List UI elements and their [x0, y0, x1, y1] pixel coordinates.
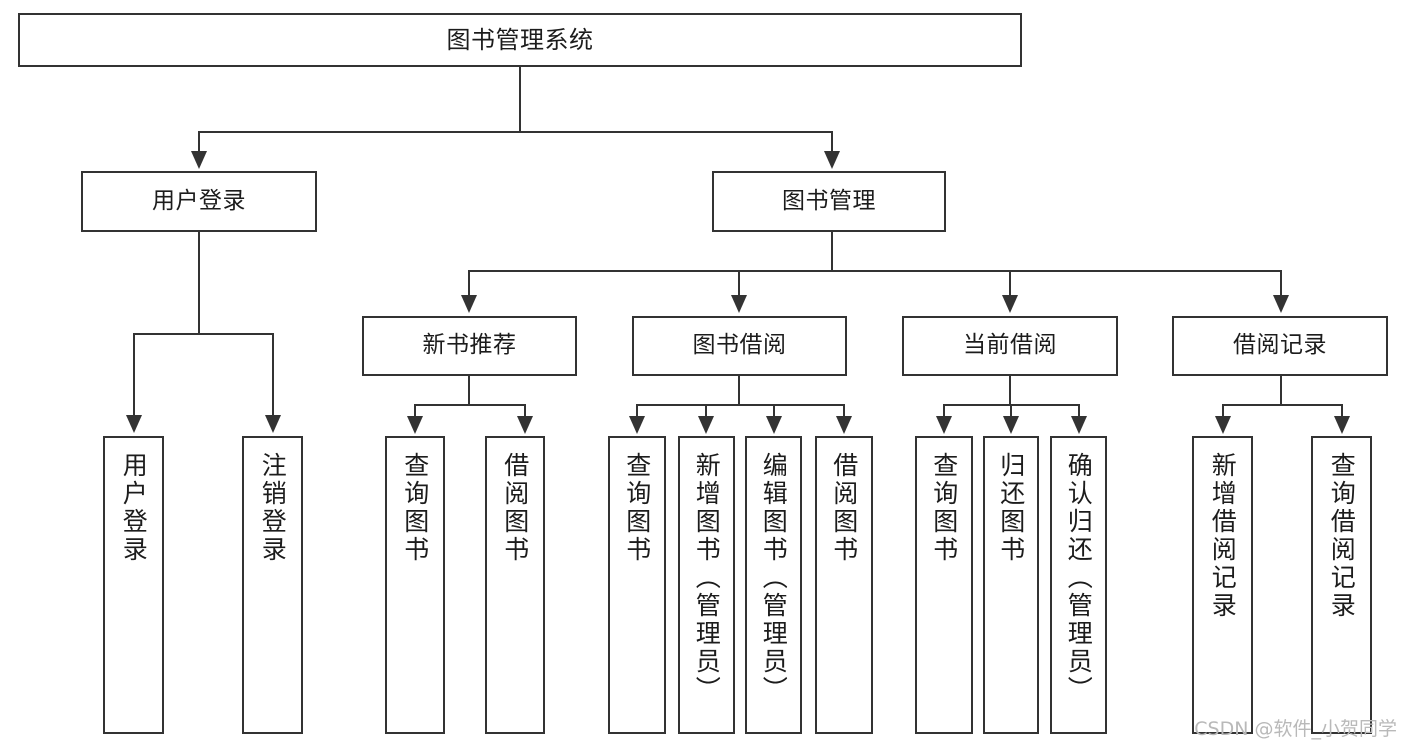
- node-root-label: 图书管理系统: [446, 25, 594, 54]
- edge-bookborrow-drop-2: [705, 404, 707, 418]
- leaf-user-login[interactable]: 用户登录: [103, 436, 164, 734]
- leaf-query-book-a-label: 查询图书: [400, 452, 430, 564]
- arrow-borrowrecord-leaf-2: [1334, 416, 1350, 434]
- leaf-add-record-label: 新增借阅记录: [1208, 452, 1238, 620]
- arrow-bookmgmt-to-borrowrecord: [1273, 295, 1289, 313]
- arrow-root-to-bookmgmt: [824, 151, 840, 169]
- arrow-bookmgmt-to-currentborrow: [1002, 295, 1018, 313]
- edge-currentborrow-stem: [1009, 376, 1011, 404]
- arrow-bookborrow-leaf-1: [629, 416, 645, 434]
- leaf-borrow-book-a-label: 借阅图书: [500, 452, 530, 564]
- arrow-userlogin-leaf-2: [265, 415, 281, 433]
- node-root[interactable]: 图书管理系统: [18, 13, 1022, 67]
- arrow-bookmgmt-to-newbook: [461, 295, 477, 313]
- leaf-query-book-a[interactable]: 查询图书: [385, 436, 445, 734]
- edge-borrowrecord-bar: [1222, 404, 1341, 406]
- edge-borrowrecord-drop-2: [1341, 404, 1343, 418]
- leaf-add-record[interactable]: 新增借阅记录: [1192, 436, 1253, 734]
- edge-root-to-userlogin-drop: [198, 131, 200, 153]
- edge-currentborrow-drop-3: [1078, 404, 1080, 418]
- leaf-confirm-return[interactable]: 确认归还（管理员）: [1050, 436, 1107, 734]
- edge-bookmgmt-drop-4: [1280, 270, 1282, 297]
- edge-userlogin-bar: [133, 333, 274, 335]
- leaf-return-book[interactable]: 归还图书: [983, 436, 1039, 734]
- leaf-edit-book[interactable]: 编辑图书（管理员）: [745, 436, 802, 734]
- edge-bookborrow-stem: [738, 376, 740, 404]
- leaf-logout-label: 注销登录: [258, 452, 288, 564]
- edge-bookmgmt-drop-2: [738, 270, 740, 297]
- node-current-borrow[interactable]: 当前借阅: [902, 316, 1118, 376]
- arrow-bookmgmt-to-bookborrow: [731, 295, 747, 313]
- edge-borrowrecord-drop-1: [1222, 404, 1224, 418]
- leaf-add-book-label: 新增图书（管理员）: [692, 452, 722, 704]
- leaf-logout[interactable]: 注销登录: [242, 436, 303, 734]
- edge-bookborrow-drop-4: [843, 404, 845, 418]
- arrow-currentborrow-leaf-3: [1071, 416, 1087, 434]
- leaf-user-login-label: 用户登录: [119, 452, 149, 564]
- node-current-borrow-label: 当前借阅: [963, 332, 1057, 359]
- node-book-management-label: 图书管理: [782, 187, 876, 214]
- edge-userlogin-drop-2: [272, 333, 274, 417]
- edge-root-stem: [519, 67, 521, 131]
- node-borrow-record[interactable]: 借阅记录: [1172, 316, 1388, 376]
- edge-bookmgmt-drop-1: [468, 270, 470, 297]
- arrow-currentborrow-leaf-2: [1003, 416, 1019, 434]
- node-book-management[interactable]: 图书管理: [712, 171, 946, 232]
- node-user-login-label: 用户登录: [152, 187, 246, 214]
- leaf-query-book-c[interactable]: 查询图书: [915, 436, 973, 734]
- leaf-add-book[interactable]: 新增图书（管理员）: [678, 436, 735, 734]
- arrow-bookborrow-leaf-4: [836, 416, 852, 434]
- edge-newbook-bar: [414, 404, 526, 406]
- edge-currentborrow-drop-1: [943, 404, 945, 418]
- leaf-edit-book-label: 编辑图书（管理员）: [759, 452, 789, 704]
- leaf-query-record[interactable]: 查询借阅记录: [1311, 436, 1372, 734]
- arrow-bookborrow-leaf-3: [766, 416, 782, 434]
- edge-bookborrow-drop-1: [636, 404, 638, 418]
- edge-currentborrow-drop-2: [1010, 404, 1012, 418]
- edge-newbook-stem: [468, 376, 470, 404]
- edge-bookborrow-drop-3: [773, 404, 775, 418]
- edge-userlogin-stem: [198, 232, 200, 333]
- leaf-query-record-label: 查询借阅记录: [1327, 452, 1357, 620]
- node-borrow-record-label: 借阅记录: [1233, 332, 1327, 359]
- leaf-borrow-book-b-label: 借阅图书: [829, 452, 859, 564]
- arrow-currentborrow-leaf-1: [936, 416, 952, 434]
- node-book-borrow[interactable]: 图书借阅: [632, 316, 847, 376]
- arrow-newbook-leaf-2: [517, 416, 533, 434]
- edge-newbook-drop-1: [414, 404, 416, 418]
- edge-borrowrecord-stem: [1280, 376, 1282, 404]
- leaf-query-book-b[interactable]: 查询图书: [608, 436, 666, 734]
- edge-newbook-drop-2: [524, 404, 526, 418]
- leaf-borrow-book-b[interactable]: 借阅图书: [815, 436, 873, 734]
- node-user-login[interactable]: 用户登录: [81, 171, 317, 232]
- arrow-newbook-leaf-1: [407, 416, 423, 434]
- edge-root-to-bookmgmt-drop: [831, 131, 833, 153]
- edge-bookmgmt-drop-3: [1009, 270, 1011, 297]
- edge-bookmgmt-stem: [831, 232, 833, 270]
- leaf-query-book-b-label: 查询图书: [622, 452, 652, 564]
- node-book-borrow-label: 图书借阅: [692, 332, 787, 359]
- node-new-book-recommend-label: 新书推荐: [422, 332, 517, 359]
- leaf-query-book-c-label: 查询图书: [929, 452, 959, 564]
- arrow-userlogin-leaf-1: [126, 415, 142, 433]
- edge-userlogin-drop-1: [133, 333, 135, 417]
- edge-root-bar: [198, 131, 832, 133]
- node-new-book-recommend[interactable]: 新书推荐: [362, 316, 577, 376]
- watermark: CSDN @软件_小贺同学: [1194, 718, 1397, 740]
- arrow-root-to-userlogin: [191, 151, 207, 169]
- edge-bookborrow-bar: [636, 404, 845, 406]
- arrow-bookborrow-leaf-2: [698, 416, 714, 434]
- leaf-return-book-label: 归还图书: [996, 452, 1026, 564]
- leaf-confirm-return-label: 确认归还（管理员）: [1064, 452, 1094, 704]
- edge-bookmgmt-bar: [468, 270, 1280, 272]
- arrow-borrowrecord-leaf-1: [1215, 416, 1231, 434]
- leaf-borrow-book-a[interactable]: 借阅图书: [485, 436, 545, 734]
